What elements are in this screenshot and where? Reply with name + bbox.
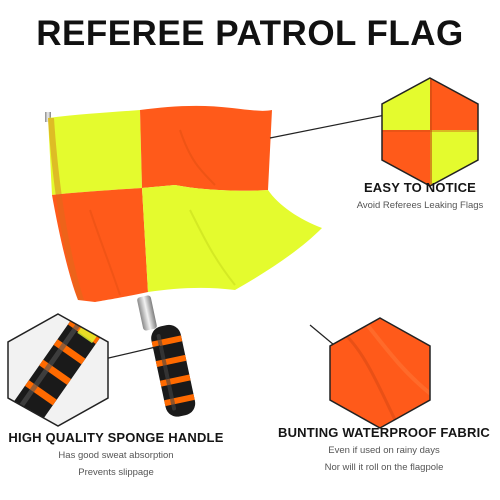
- feature-description: Avoid Referees Leaking Flags: [356, 200, 484, 211]
- flag-square-bottom-right: [142, 185, 322, 292]
- feature-waterproof-fabric: BUNTING WATERPROOF FABRIC Even if used o…: [268, 425, 500, 474]
- flag-handle: [137, 295, 196, 417]
- flag-pole-tip: [45, 112, 51, 122]
- page-title: REFEREE PATROL FLAG: [36, 14, 464, 53]
- feature-heading: BUNTING WATERPROOF FABRIC: [277, 425, 491, 440]
- flag-square-bottom-left: [52, 188, 148, 302]
- feature-easy-to-notice: EASY TO NOTICE Avoid Referees Leaking Fl…: [340, 180, 500, 212]
- hexagon-zoom-checker: [381, 77, 479, 187]
- feature-heading: HIGH QUALITY SPONGE HANDLE: [8, 430, 224, 445]
- feature-description: Nor will it roll on the flagpole: [324, 462, 444, 473]
- feature-description: Prevents slippage: [78, 467, 154, 478]
- flag: [45, 105, 322, 302]
- handle-metal-collar: [137, 295, 157, 331]
- flag-square-top-left: [48, 110, 142, 195]
- connector-line-handle: [99, 345, 161, 361]
- feature-description: Has good sweat absorption: [58, 450, 174, 461]
- hexagon-zoom-fabric: [329, 317, 431, 429]
- hexagon-zoom-handle: [7, 313, 109, 427]
- feature-sponge-handle: HIGH QUALITY SPONGE HANDLE Has good swea…: [0, 430, 232, 479]
- feature-description: Even if used on rainy days: [328, 445, 440, 456]
- feature-heading: EASY TO NOTICE: [363, 180, 477, 195]
- connector-line-notice: [269, 111, 401, 139]
- flag-square-top-right: [140, 105, 272, 191]
